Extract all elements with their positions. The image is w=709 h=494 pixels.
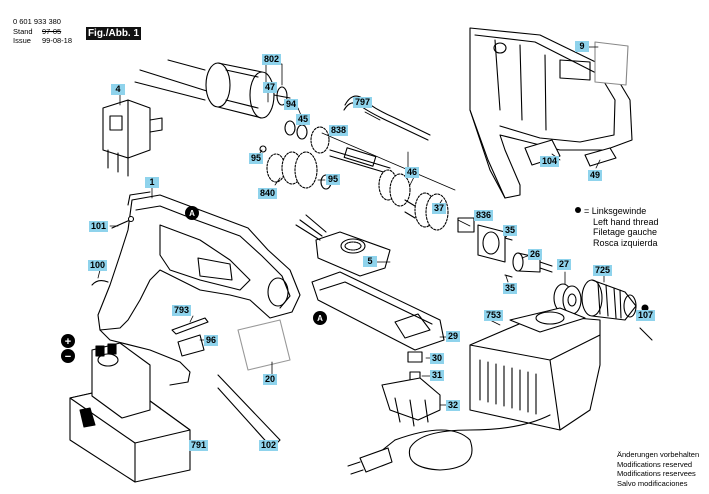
cable-102 <box>217 374 281 449</box>
part-label: 102 <box>259 440 279 451</box>
part-label: 793 <box>172 305 192 316</box>
part-label: 29 <box>446 331 461 342</box>
battery-pack-791 <box>69 342 191 483</box>
svg-text:−: − <box>65 351 71 363</box>
part-label: 96 <box>204 335 219 346</box>
part-label: 35 <box>503 225 518 236</box>
clip-49 <box>584 147 617 167</box>
issue-value: 99-08-18 <box>42 36 73 45</box>
gear-cluster-right <box>378 169 475 233</box>
part-label: 5 <box>363 256 377 267</box>
part-label: 45 <box>296 114 311 125</box>
part-label: 37 <box>432 203 447 214</box>
legend-line-1: = Linksgewinde <box>584 206 647 216</box>
wire-100 <box>91 279 109 286</box>
gear-cluster-840 <box>259 126 332 190</box>
part-label: 104 <box>540 156 560 167</box>
battery-guide-29 <box>311 271 445 351</box>
part-label: 27 <box>557 259 572 270</box>
svg-text:A: A <box>317 314 323 323</box>
callout-minus: − <box>61 349 75 363</box>
part-label: 1 <box>145 177 159 188</box>
ring-94 <box>284 120 296 136</box>
contact-holder-32 <box>381 377 441 421</box>
part-label: 31 <box>430 370 445 381</box>
part-label: 46 <box>405 167 420 178</box>
part-label: 838 <box>329 125 349 136</box>
figure-label: Fig./Abb. 1 <box>86 27 141 40</box>
note-line-4: Salvo modificaciones <box>617 478 688 488</box>
note-line-1: Änderungen vorbehalten <box>617 450 700 459</box>
part-label: 32 <box>446 400 461 411</box>
part-label: 101 <box>89 221 109 232</box>
part-label: 753 <box>484 310 504 321</box>
pins <box>504 237 513 278</box>
spindle-shaft <box>329 149 391 175</box>
screw-101 <box>111 219 131 229</box>
modifications-note: Änderungen vorbehalten Modifications res… <box>617 450 699 488</box>
stand-value: 97-05 <box>42 27 62 36</box>
part-label: 802 <box>262 54 282 65</box>
part-30 <box>407 351 423 363</box>
part-label: 49 <box>588 170 603 181</box>
bearing-27 <box>553 283 582 315</box>
thread-legend: = Linksgewinde Left hand thread Filetage… <box>575 206 659 248</box>
part-label: 94 <box>284 99 299 110</box>
part-label: 4 <box>111 84 125 95</box>
part-label: 9 <box>575 41 589 52</box>
legend-line-3: Filetage gauche <box>593 227 658 237</box>
part-label: 95 <box>249 153 264 164</box>
ring-45 <box>296 124 308 140</box>
part-label: 20 <box>263 374 278 385</box>
plate-20 <box>237 319 291 371</box>
charger-753 <box>469 307 601 431</box>
note-line-3: Modifications reservees <box>617 469 696 478</box>
power-cord <box>394 414 551 471</box>
bullet-icon <box>575 207 581 213</box>
legend-line-4: Rosca izquierda <box>593 237 658 248</box>
part-label: 840 <box>258 188 278 199</box>
contact-793 <box>171 317 209 335</box>
part-label: 47 <box>263 82 278 93</box>
part-label: 30 <box>430 353 445 364</box>
part-label: 791 <box>189 440 209 451</box>
plug <box>359 447 393 473</box>
part-label: 107 <box>636 310 656 321</box>
housing-half-1 <box>97 191 301 386</box>
legend-line-2: Left hand thread <box>593 216 659 227</box>
part-label: 836 <box>474 210 494 221</box>
svg-text:+: + <box>65 336 71 348</box>
motor-wires <box>134 59 211 101</box>
contact-96 <box>177 334 205 357</box>
issue-label: Issue <box>13 36 31 45</box>
part-number: 0 601 933 380 <box>13 17 61 26</box>
part-label: 95 <box>326 174 341 185</box>
callout-a-top: A <box>185 206 199 220</box>
part-label: 35 <box>503 283 518 294</box>
housing-half-9 <box>469 27 633 199</box>
stand-label: Stand <box>13 27 33 36</box>
part-label: 100 <box>88 260 108 271</box>
note-line-2: Modifications reserved <box>617 459 693 469</box>
svg-text:A: A <box>189 209 195 218</box>
switch-part <box>102 99 163 177</box>
motor <box>205 62 291 119</box>
part-label: 725 <box>593 265 613 276</box>
part-label: 797 <box>353 97 373 108</box>
callout-plus: + <box>61 334 75 348</box>
chuck-725 <box>581 279 637 321</box>
callout-a-bottom: A <box>313 311 327 325</box>
gear-housing <box>477 224 506 263</box>
screw-107 <box>639 327 653 341</box>
part-label: 26 <box>528 249 543 260</box>
